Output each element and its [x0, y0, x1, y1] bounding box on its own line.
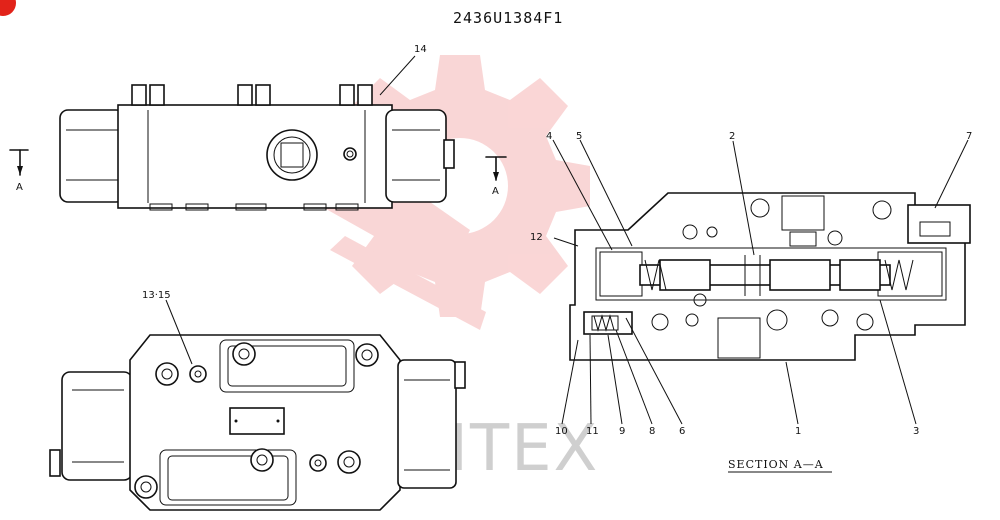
view-marker-label: A: [492, 186, 499, 197]
bolt-icon: [134, 475, 158, 499]
section-leaders: [552, 139, 969, 425]
section-marker-left: A: [9, 149, 29, 193]
bolt-icon: [232, 342, 256, 366]
callout-6: 6: [679, 426, 685, 437]
callout-1: 1: [795, 426, 801, 437]
bolt-icon: [337, 450, 361, 474]
bolt-icon: [155, 362, 179, 386]
callout-10: 10: [555, 426, 568, 437]
leader-line: [379, 55, 416, 96]
section-view: [569, 192, 971, 361]
section-title: SECTION A—A: [728, 458, 824, 471]
bolt-icon: [309, 454, 327, 472]
callout-9: 9: [619, 426, 625, 437]
callout-11: 11: [586, 426, 599, 437]
bottom-view: [49, 334, 466, 511]
bolt-icon: [355, 343, 379, 367]
callout-12: 12: [530, 232, 543, 243]
callout-7: 7: [966, 131, 972, 142]
callout-14: 14: [414, 44, 427, 55]
view-marker-label: A: [16, 182, 23, 193]
bolt-icon: [250, 448, 274, 472]
leader-line: [165, 299, 193, 365]
callout-8: 8: [649, 426, 655, 437]
callout-3: 3: [913, 426, 919, 437]
top-view: [59, 84, 455, 211]
callout-2: 2: [729, 131, 735, 142]
callout-13-15: 13·15: [142, 290, 171, 301]
drawing-number: 2436U1384F1: [453, 9, 563, 27]
corner-badge-icon: [0, 0, 16, 16]
callout-5: 5: [576, 131, 582, 142]
section-marker-right: A: [485, 156, 507, 197]
bolt-icon: [189, 365, 207, 383]
callout-4: 4: [546, 131, 552, 142]
